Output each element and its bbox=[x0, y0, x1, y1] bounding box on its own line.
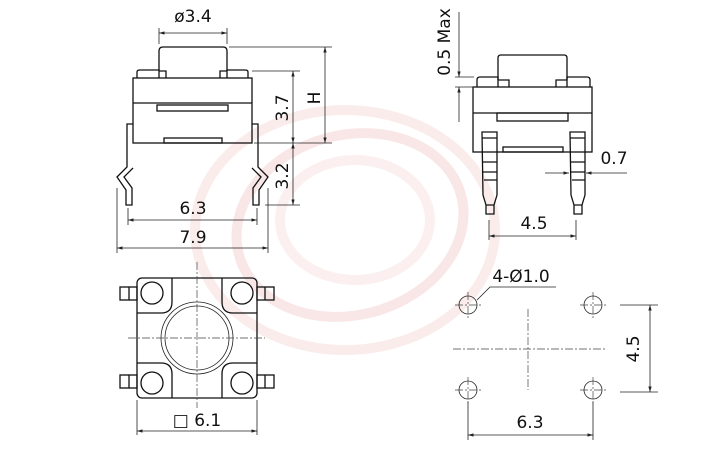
pcb-footprint: 4-Ø1.0 4.5 6.3 bbox=[453, 267, 658, 440]
body-height-label: 3.7 bbox=[273, 94, 293, 121]
height-label: H bbox=[305, 92, 325, 105]
body-size-label: □ 6.1 bbox=[173, 411, 222, 431]
front-lead-pitch-label: 4.5 bbox=[520, 214, 547, 234]
column-pitch-label: 6.3 bbox=[516, 413, 543, 433]
hole-callout-label: 4-Ø1.0 bbox=[492, 267, 549, 287]
cap-diameter-label: ø3.4 bbox=[174, 7, 211, 27]
front-view: 0.5 Max 0.7 4.5 bbox=[435, 8, 628, 240]
side-view: ø3.4 H 3.7 3.2 6.3 7.9 bbox=[116, 7, 332, 253]
row-pitch-label: 4.5 bbox=[624, 335, 644, 362]
stroke-max-label: 0.5 Max bbox=[435, 8, 455, 76]
overall-width-label: 7.9 bbox=[179, 228, 206, 248]
lead-length-label: 3.2 bbox=[273, 162, 293, 189]
lead-width-label: 0.7 bbox=[600, 149, 627, 169]
lead-pitch-label: 6.3 bbox=[179, 199, 206, 219]
top-view: □ 6.1 bbox=[119, 262, 275, 435]
watermark-logo bbox=[190, 105, 500, 355]
